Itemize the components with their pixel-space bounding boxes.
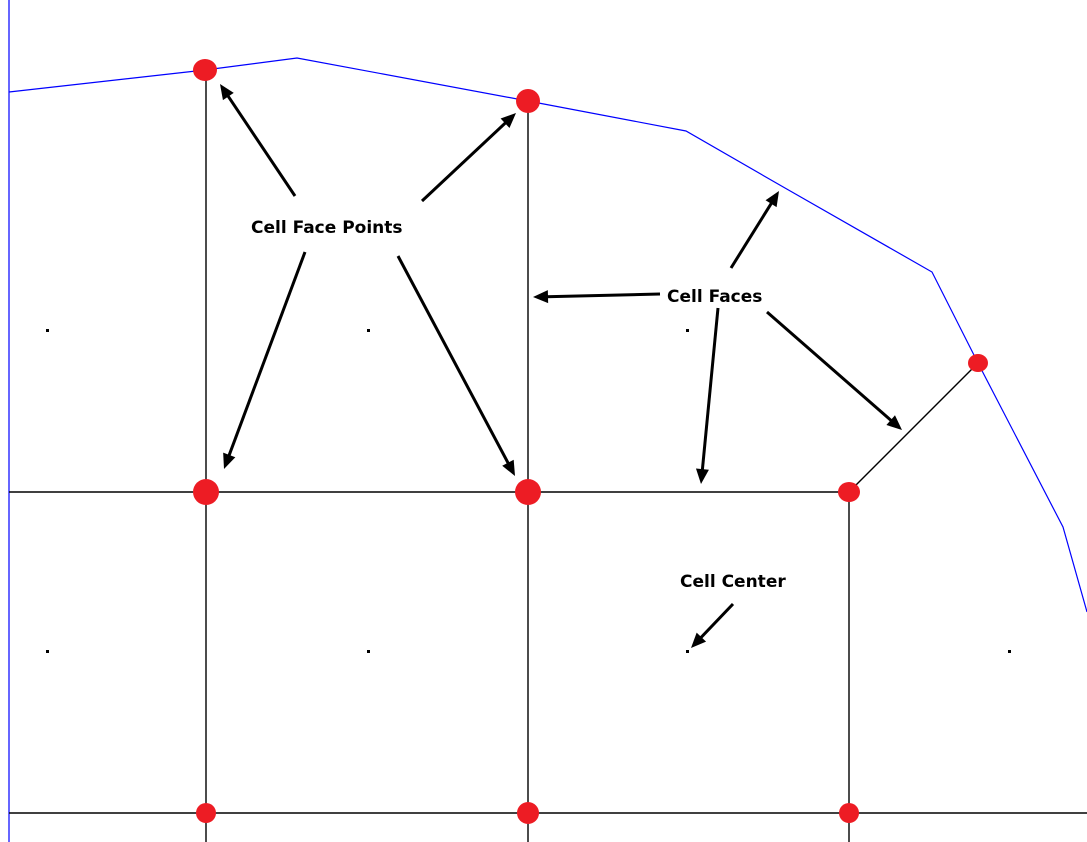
cell-center-dot xyxy=(46,650,49,653)
arrowhead-icon xyxy=(886,415,902,430)
arrow-center-to-dot xyxy=(691,602,735,648)
face-point-marker xyxy=(838,482,860,502)
face-point-marker xyxy=(517,802,539,824)
arrowhead-icon xyxy=(533,290,549,304)
arrow-faces-to-vertical xyxy=(533,290,661,304)
arrow-faces-to-horizontal xyxy=(695,307,720,484)
arrow-face-points-to-mid-center xyxy=(396,255,515,476)
arrow-shaft xyxy=(729,201,774,269)
cell-center-dot xyxy=(686,329,689,332)
arrow-shaft xyxy=(225,93,297,197)
arrowhead-icon xyxy=(223,452,236,469)
arrow-shaft xyxy=(545,292,661,299)
annotation-arrows xyxy=(220,84,902,648)
label-cell-faces: Cell Faces xyxy=(667,287,762,307)
arrowhead-icon xyxy=(220,84,234,101)
face-point-marker xyxy=(196,803,216,823)
cell-centers xyxy=(46,329,1011,653)
outer-boundary-line xyxy=(8,57,1087,613)
face-point-marker xyxy=(193,479,219,505)
arrow-faces-to-boundary xyxy=(729,191,779,269)
arrow-faces-to-diagonal xyxy=(766,310,902,430)
face-point-marker xyxy=(968,354,988,372)
arrowhead-icon xyxy=(695,468,709,484)
arrow-shaft xyxy=(227,251,307,458)
arrow-shaft xyxy=(396,255,511,466)
cell-face-points xyxy=(193,59,988,824)
arrow-shaft xyxy=(700,307,720,472)
arrow-shaft xyxy=(420,120,508,203)
cell-center-dot xyxy=(1008,650,1011,653)
face-point-marker xyxy=(516,89,540,113)
face-point-marker xyxy=(193,59,217,81)
arrowhead-icon xyxy=(765,191,779,208)
cell-center-dot xyxy=(367,650,370,653)
face-point-marker xyxy=(515,479,541,505)
arrowhead-icon xyxy=(691,632,707,648)
arrow-face-points-to-top-mid xyxy=(420,113,516,203)
label-cell-face-points: Cell Face Points xyxy=(251,218,403,238)
cell-face-diagonal xyxy=(848,362,979,493)
label-cell-center: Cell Center xyxy=(680,572,786,592)
arrow-shaft xyxy=(698,602,735,640)
cell-center-dot xyxy=(367,329,370,332)
arrow-face-points-to-mid-left xyxy=(223,251,307,469)
face-point-marker xyxy=(839,803,859,823)
arrow-face-points-to-top-left xyxy=(220,84,297,197)
arrow-shaft xyxy=(766,310,894,423)
arrowhead-icon xyxy=(502,459,515,476)
arrowhead-icon xyxy=(500,113,516,128)
cell-center-dot xyxy=(46,329,49,332)
cell-center-dot xyxy=(686,650,689,653)
